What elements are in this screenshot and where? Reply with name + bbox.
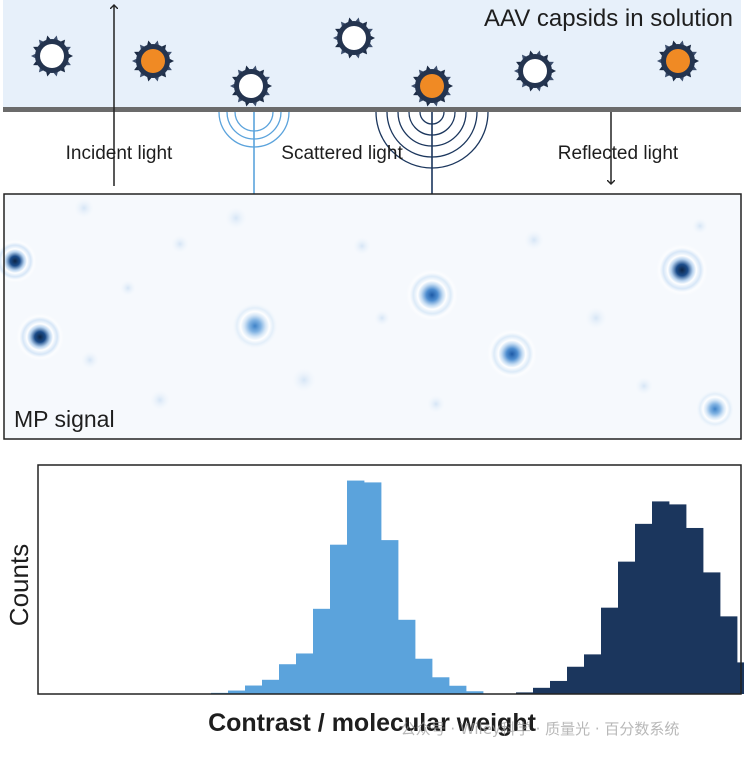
histogram-bar <box>432 677 450 694</box>
histogram-bar <box>245 685 263 694</box>
histogram-bar <box>686 527 704 694</box>
solution-panel: AAV capsids in solution <box>3 0 741 112</box>
watermark: 公众号 · Wiley科学 · 质量光 · 百分数系统 <box>401 720 680 738</box>
histogram-bar <box>415 658 433 694</box>
histogram-bar <box>347 480 365 694</box>
empty-capsid-icon <box>230 65 272 107</box>
reflected-light-label: Reflected light <box>558 143 679 164</box>
histogram-bar <box>669 504 687 694</box>
histogram-bar <box>533 687 551 694</box>
mp-spot <box>16 313 64 361</box>
empty-capsid-icon <box>333 17 375 59</box>
full-capsid-icon <box>657 40 699 82</box>
histogram-bar <box>720 616 738 694</box>
mp-spot <box>695 389 735 429</box>
histogram-bar <box>279 664 297 694</box>
incident-light-label: Incident light <box>66 143 173 164</box>
histogram-bars <box>211 480 744 694</box>
full-capsid-icon <box>132 40 174 82</box>
mp-spot <box>656 244 708 296</box>
histogram-bar <box>516 692 534 694</box>
mp-panel-background <box>4 194 741 439</box>
histogram-xlabel: Contrast / molecular weight <box>208 709 537 737</box>
full-capsid-icon <box>411 65 453 107</box>
mp-spot <box>487 329 537 379</box>
histogram-bar <box>601 607 619 694</box>
histogram-ylabel: Counts <box>4 544 34 626</box>
solution-title: AAV capsids in solution <box>484 5 733 32</box>
histogram-bar <box>313 608 331 694</box>
histogram-bar <box>398 619 416 694</box>
histogram-bar <box>449 685 467 694</box>
solution-background <box>3 0 741 109</box>
mp-spots <box>0 239 735 429</box>
mp-spot <box>0 239 37 283</box>
histogram-bar <box>567 666 585 694</box>
histogram-bar <box>364 482 382 694</box>
histogram-bar <box>262 679 280 694</box>
empty-capsid-icon <box>514 50 556 92</box>
histogram-bar <box>330 544 348 694</box>
histogram-bar <box>584 654 602 694</box>
histogram-frame <box>37 464 742 695</box>
histogram-bar <box>652 501 670 694</box>
histogram-bar <box>635 523 653 694</box>
histogram-bar <box>228 690 246 694</box>
histogram-bar <box>381 540 399 694</box>
background-speckle <box>74 198 708 413</box>
scattered-light-label: Scattered light <box>281 143 403 164</box>
histogram: Counts Contrast / molecular weight 公众号 ·… <box>4 464 744 738</box>
histogram-bar <box>296 653 314 694</box>
histogram-bar <box>618 561 636 694</box>
histogram-bar <box>703 572 721 694</box>
empty-capsid-icon <box>31 35 73 77</box>
mp-spot <box>406 269 458 321</box>
mp-signal-panel: MP signal <box>0 193 742 440</box>
mp-panel-frame <box>3 193 742 440</box>
capsids <box>31 17 699 107</box>
histogram-bar <box>466 691 484 694</box>
mp-spot <box>231 302 279 350</box>
histogram-bar <box>550 680 568 694</box>
mp-signal-label: MP signal <box>14 406 115 432</box>
